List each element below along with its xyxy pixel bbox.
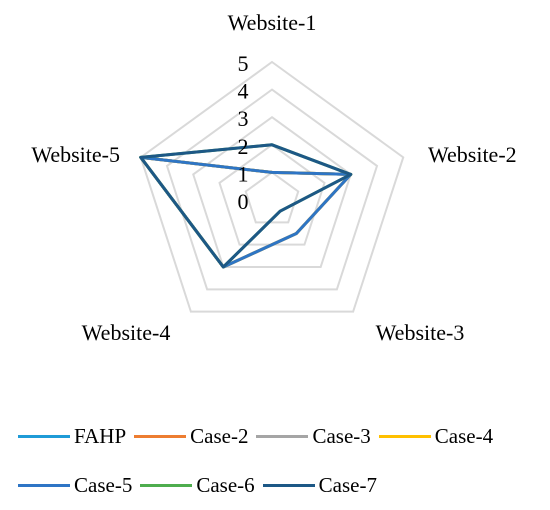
category-label: Website-2 bbox=[428, 142, 517, 167]
series-line-case-5 bbox=[139, 155, 353, 269]
legend-label: Case-6 bbox=[196, 473, 255, 497]
legend-label: Case-4 bbox=[434, 424, 494, 448]
scale-tick-labels: 0 12 34 5 bbox=[238, 51, 249, 214]
legend-item-case-7: Case-7 bbox=[262, 473, 377, 497]
legend: FAHP Case-2 Case-3 Case-4 bbox=[18, 424, 538, 448]
legend-item-case-4: Case-4 bbox=[378, 424, 494, 448]
tick-label: 2 bbox=[238, 134, 249, 159]
radar-grid bbox=[139, 60, 405, 313]
grid-ring bbox=[244, 171, 300, 224]
category-label: Website-5 bbox=[31, 142, 120, 167]
tick-label: 5 bbox=[238, 51, 249, 76]
legend-item-case-5: Case-5 bbox=[18, 473, 132, 497]
legend-swatch bbox=[140, 483, 193, 487]
grid-ring bbox=[139, 60, 405, 313]
legend-label: Case-7 bbox=[318, 473, 377, 497]
legend-swatch bbox=[256, 434, 309, 438]
series-line-case-7 bbox=[139, 143, 353, 269]
legend-swatch bbox=[134, 434, 187, 438]
legend-item-fahp: FAHP bbox=[18, 424, 126, 448]
legend-swatch bbox=[18, 434, 70, 438]
legend-swatch bbox=[18, 483, 70, 487]
tick-label: 4 bbox=[238, 79, 249, 104]
legend-item-case-2: Case-2 bbox=[134, 424, 248, 448]
legend-item-case-3: Case-3 bbox=[256, 424, 371, 448]
category-label: Website-4 bbox=[82, 320, 171, 345]
series-lines bbox=[139, 143, 353, 269]
tick-label: 1 bbox=[238, 161, 249, 186]
legend-swatch bbox=[262, 483, 315, 487]
category-label: Website-3 bbox=[376, 320, 465, 345]
category-label: Website-1 bbox=[228, 10, 317, 35]
legend-label: FAHP bbox=[74, 424, 127, 448]
legend-label: Case-5 bbox=[74, 473, 133, 497]
legend: Case-5 Case-6 Case-7 bbox=[18, 473, 538, 497]
legend-label: Case-3 bbox=[312, 424, 371, 448]
tick-label: 3 bbox=[238, 106, 249, 131]
tick-label: 0 bbox=[238, 189, 249, 214]
legend-label: Case-2 bbox=[190, 424, 249, 448]
legend-swatch bbox=[378, 434, 431, 438]
legend-item-case-6: Case-6 bbox=[140, 473, 255, 497]
